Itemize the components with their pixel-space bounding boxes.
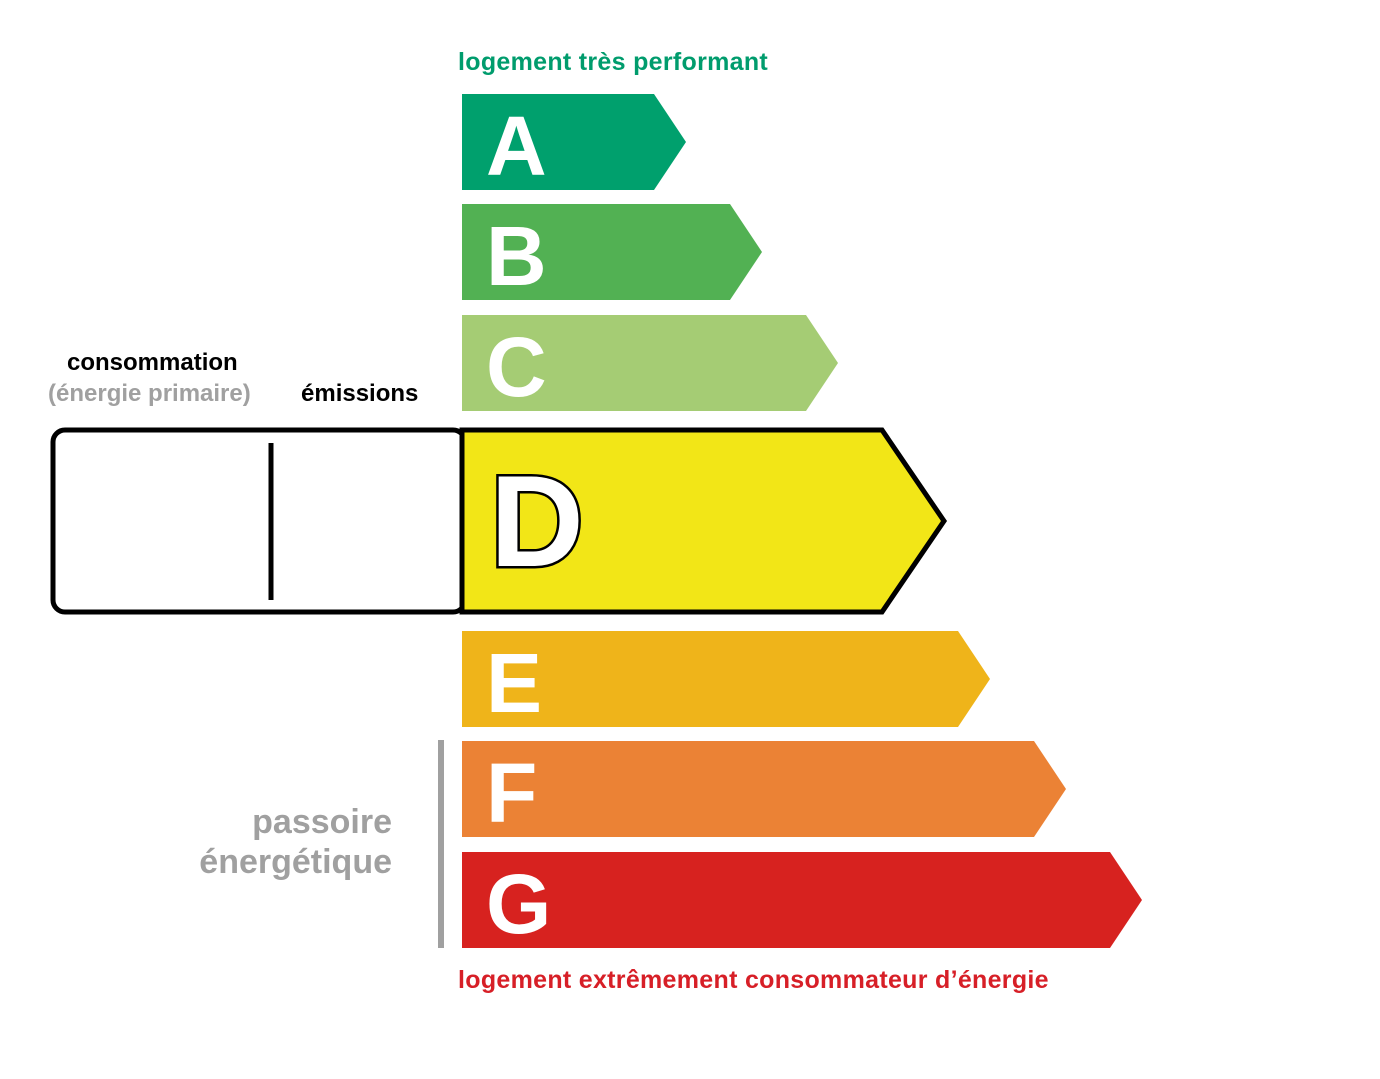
- sieve-label-line1: passoire: [252, 803, 392, 841]
- class-band-e: [462, 631, 990, 727]
- class-letter-g: G: [486, 857, 551, 951]
- class-letter-b: B: [486, 209, 547, 303]
- class-band-f: [462, 741, 1066, 837]
- class-band-d: [459, 427, 948, 615]
- consumption-label: consommation: [67, 349, 238, 376]
- class-letter-d: D: [490, 448, 584, 594]
- bottom-scale-label: logement extrêmement consommateur d’éner…: [458, 966, 1049, 994]
- class-letter-f: F: [486, 746, 537, 840]
- value-box: [50, 427, 468, 615]
- primary-energy-label: (énergie primaire): [48, 380, 251, 407]
- top-scale-label: logement très performant: [458, 48, 769, 76]
- class-band-c: [462, 315, 838, 411]
- class-letter-e: E: [486, 636, 542, 730]
- sieve-bracket: [438, 740, 444, 948]
- emissions-label: émissions: [301, 380, 419, 407]
- class-band-a: [462, 94, 686, 190]
- class-letter-a: A: [486, 99, 547, 193]
- sieve-label-line2: énergétique: [199, 843, 392, 881]
- class-letter-c: C: [486, 320, 547, 414]
- class-band-g: [462, 852, 1142, 948]
- class-band-b: [462, 204, 762, 300]
